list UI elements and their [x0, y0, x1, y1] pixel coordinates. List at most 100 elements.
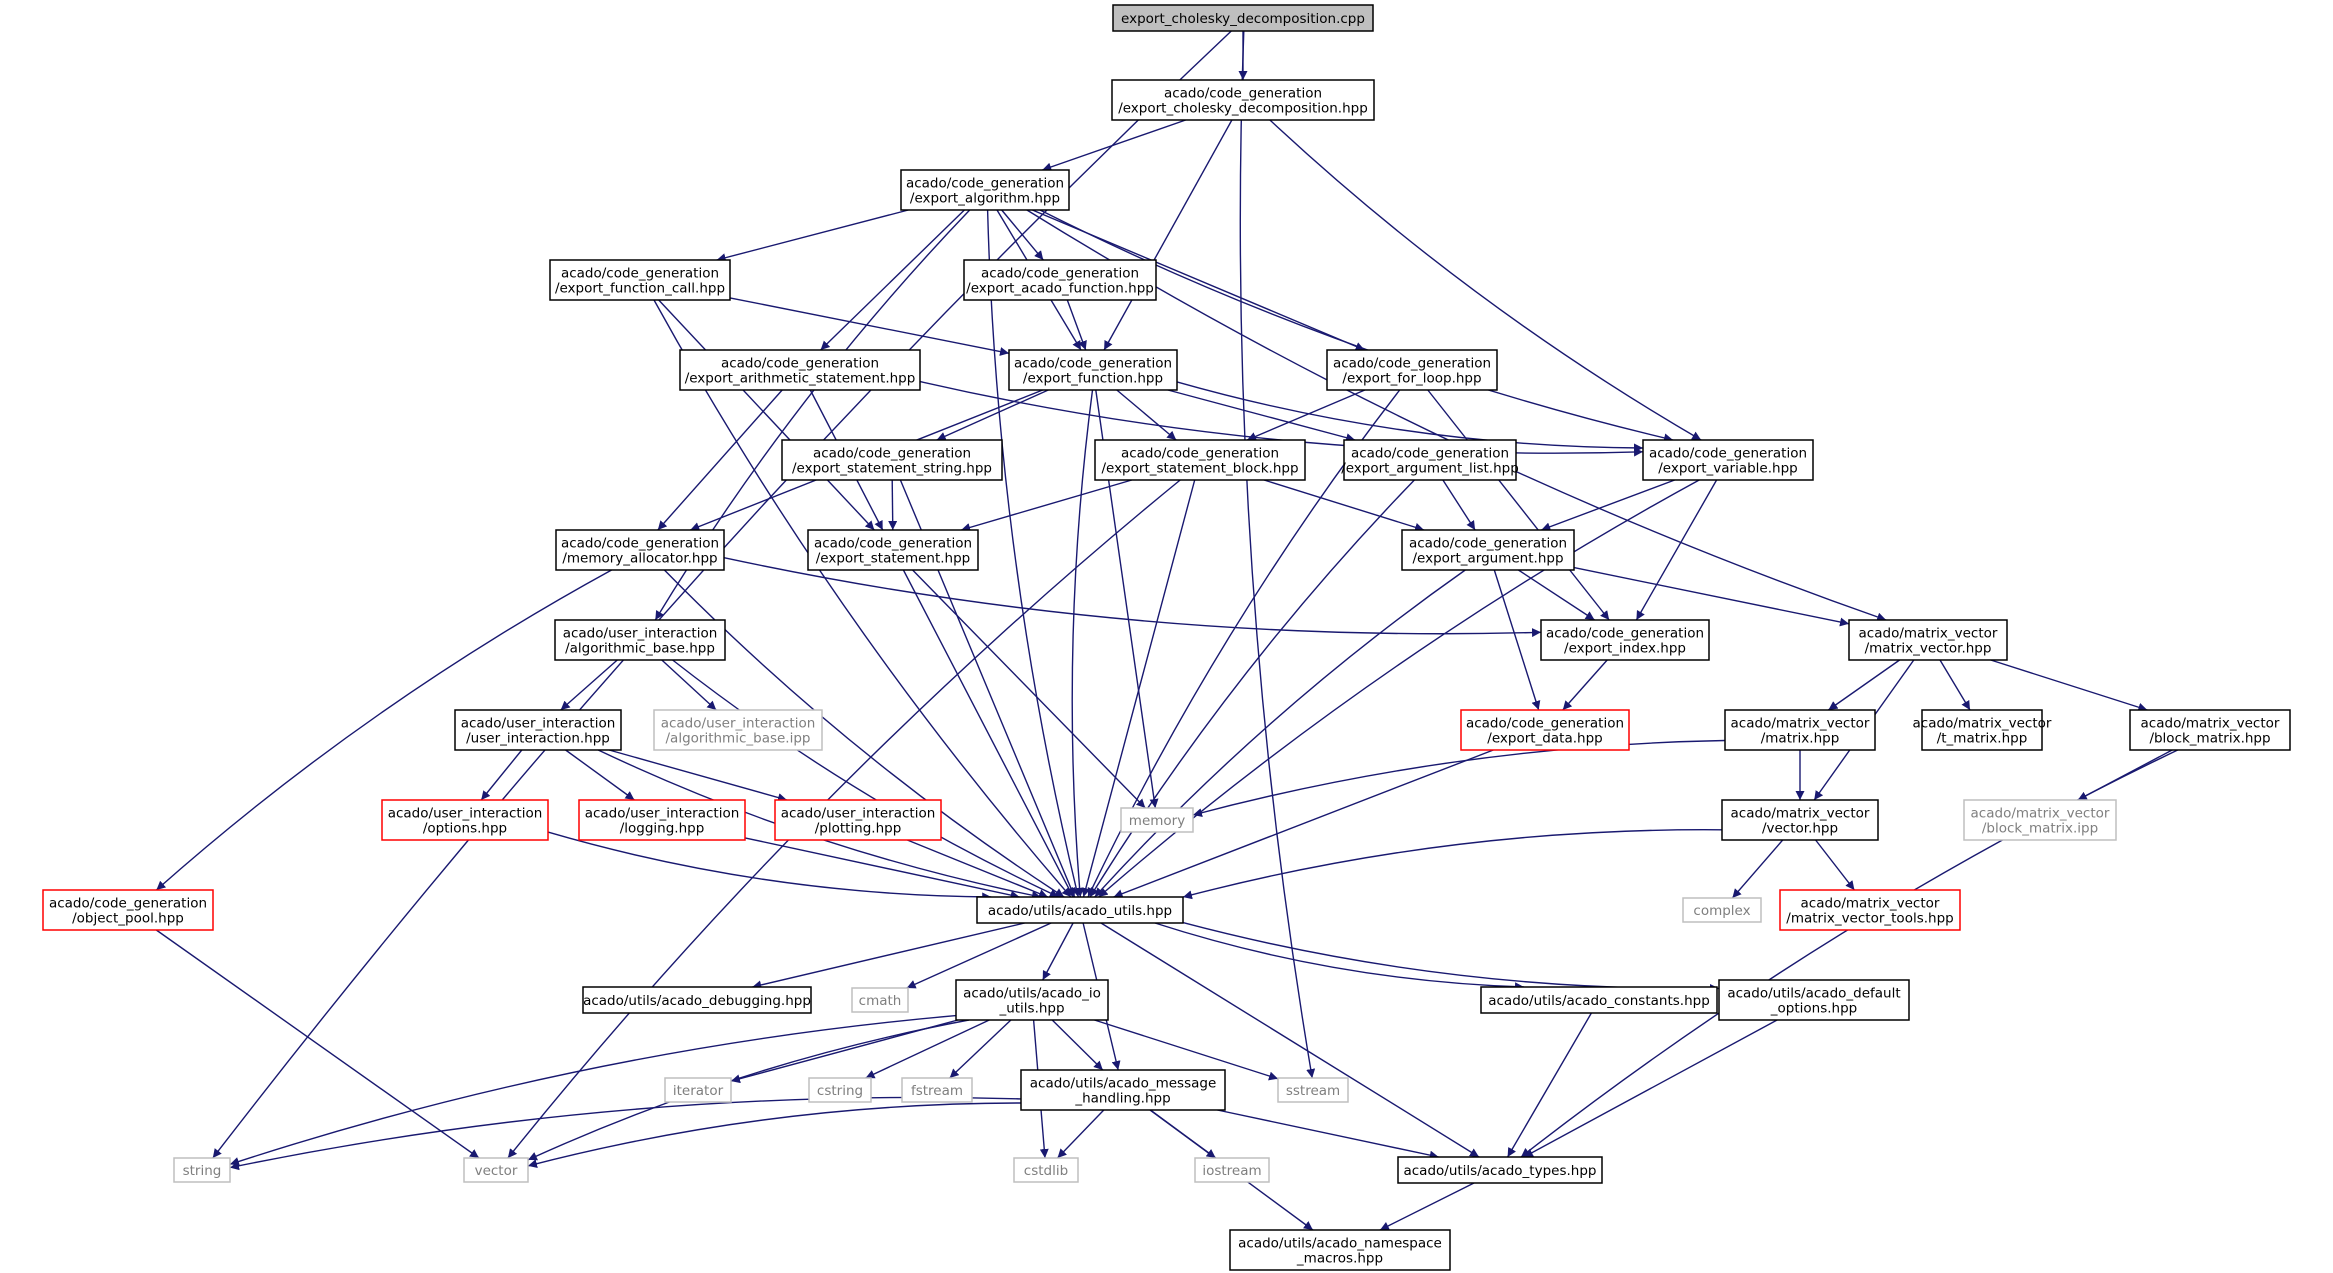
node-box — [1963, 799, 2117, 841]
node-label-line: /export_acado_function.hpp — [966, 281, 1154, 297]
edge-algbase-to-utils — [672, 659, 1060, 898]
node-forloop[interactable]: acado/code_generation/export_for_loop.hp… — [1326, 349, 1498, 391]
node-label-line: sstream — [1286, 1083, 1340, 1099]
node-logging[interactable]: acado/user_interaction/logging.hpp — [578, 799, 746, 841]
node-label-line: /block_matrix.hpp — [2149, 731, 2270, 747]
node-algbase[interactable]: acado/user_interaction/algorithmic_base.… — [554, 619, 726, 661]
node-cstring: cstring — [808, 1077, 872, 1103]
node-acadofn[interactable]: acado/code_generation/export_acado_funct… — [963, 259, 1157, 301]
edge-arg-to-utils — [1094, 569, 1466, 898]
node-label-line: string — [183, 1163, 222, 1179]
edge-types-to-ns — [1379, 1182, 1475, 1231]
node-box — [1397, 1156, 1603, 1184]
node-box — [976, 896, 1184, 924]
edge-mv-to-tmatrix — [1939, 659, 1971, 711]
edge-func-to-ststr — [936, 389, 1049, 441]
node-root[interactable]: export_cholesky_decomposition.cpp — [1112, 4, 1374, 32]
node-arg[interactable]: acado/code_generation/export_argument.hp… — [1401, 529, 1575, 571]
node-label-line: acado/code_generation — [814, 536, 972, 552]
node-label-line: acado/matrix_vector — [1731, 716, 1870, 732]
node-label-line: acado/matrix_vector — [1859, 626, 1998, 642]
node-label-line: acado/code_generation — [561, 536, 719, 552]
node-label-line: acado/utils/acado_io — [963, 986, 1101, 1002]
node-box — [1194, 1157, 1270, 1183]
edge-func-to-stblock — [1116, 389, 1177, 441]
node-pool[interactable]: acado/code_generation/object_pool.hpp — [42, 889, 214, 931]
node-box — [1111, 79, 1375, 121]
edge-logging-to-utils — [744, 837, 1020, 900]
edge-vector-to-utils — [1182, 829, 1723, 900]
edge-const-to-types — [1506, 1012, 1593, 1158]
node-func[interactable]: acado/code_generation/export_function.hp… — [1008, 349, 1178, 391]
node-box — [1460, 709, 1630, 751]
node-label-line: _utils.hpp — [998, 1001, 1064, 1017]
node-debug[interactable]: acado/utils/acado_debugging.hpp — [582, 986, 812, 1014]
edge-func-to-utils — [1071, 389, 1094, 898]
edge-var-to-arg — [1541, 479, 1675, 532]
node-label-line: acado/code_generation — [49, 896, 207, 912]
edge-arg-to-data — [1493, 569, 1541, 711]
node-plotting[interactable]: acado/user_interaction/plotting.hpp — [774, 799, 942, 841]
node-const[interactable]: acado/utils/acado_constants.hpp — [1480, 986, 1718, 1014]
node-box — [173, 1157, 231, 1183]
node-label-line: /export_argument.hpp — [1412, 551, 1563, 567]
node-box — [1013, 1157, 1079, 1183]
node-box — [679, 349, 921, 391]
node-label-line: acado/matrix_vector — [1971, 806, 2110, 822]
node-chol[interactable]: acado/code_generation/export_cholesky_de… — [1111, 79, 1375, 121]
node-box — [42, 889, 214, 931]
edge-stblock-to-stmt — [961, 479, 1132, 532]
node-label-line: /options.hpp — [423, 821, 507, 837]
node-ui[interactable]: acado/user_interaction/user_interaction.… — [454, 709, 622, 751]
node-box — [554, 619, 726, 661]
node-label-line: /user_interaction.hpp — [466, 731, 610, 747]
node-alg[interactable]: acado/code_generation/export_algorithm.h… — [900, 169, 1070, 211]
node-bmatrix[interactable]: acado/matrix_vector/block_matrix.hpp — [2129, 709, 2291, 751]
edge-alg-to-arith — [820, 209, 965, 351]
node-tmatrix[interactable]: acado/matrix_vector/t_matrix.hpp — [1913, 709, 2052, 751]
node-label-line: /matrix_vector.hpp — [1865, 641, 1992, 657]
node-label-line: complex — [1693, 903, 1750, 919]
node-stblock[interactable]: acado/code_generation/export_statement_b… — [1094, 439, 1306, 481]
node-label-line: acado/user_interaction — [585, 806, 740, 822]
edge-mv-to-bmatrix — [1990, 659, 2148, 712]
edge-alg-to-fcall — [716, 209, 909, 263]
node-utils[interactable]: acado/utils/acado_utils.hpp — [976, 896, 1184, 924]
edge-pool-to-vectorstd — [155, 929, 480, 1159]
edge-data-to-utils — [1113, 749, 1494, 898]
node-ns[interactable]: acado/utils/acado_namespace_macros.hpp — [1229, 1229, 1451, 1271]
node-label-line: /export_function_call.hpp — [555, 281, 725, 297]
edge-ui-to-options — [480, 749, 523, 801]
node-mvtools[interactable]: acado/matrix_vector/matrix_vector_tools.… — [1779, 889, 1961, 931]
node-matrix[interactable]: acado/matrix_vector/matrix.hpp — [1724, 709, 1876, 751]
node-arith[interactable]: acado/code_generation/export_arithmetic_… — [679, 349, 921, 391]
node-arglist[interactable]: acado/code_generation/export_argument_li… — [1341, 439, 1519, 481]
node-defopt[interactable]: acado/utils/acado_default_options.hpp — [1718, 979, 1910, 1021]
node-ststr[interactable]: acado/code_generation/export_statement_s… — [781, 439, 1003, 481]
node-options[interactable]: acado/user_interaction/options.hpp — [381, 799, 549, 841]
node-stmt[interactable]: acado/code_generation/export_statement.h… — [807, 529, 979, 571]
node-msg[interactable]: acado/utils/acado_message_handling.hpp — [1020, 1069, 1226, 1111]
edge-var-to-utils — [1098, 479, 1700, 898]
node-memalloc[interactable]: acado/code_generation/memory_allocator.h… — [555, 529, 725, 571]
node-types[interactable]: acado/utils/acado_types.hpp — [1397, 1156, 1603, 1184]
node-io[interactable]: acado/utils/acado_io_utils.hpp — [955, 979, 1109, 1021]
node-fstream: fstream — [901, 1077, 973, 1103]
node-label-line: acado/matrix_vector — [1913, 716, 2052, 732]
node-box — [1540, 619, 1710, 661]
node-mv[interactable]: acado/matrix_vector/matrix_vector.hpp — [1848, 619, 2008, 661]
node-label-line: acado/user_interaction — [781, 806, 936, 822]
edge-vector-to-complex — [1731, 839, 1784, 899]
node-var[interactable]: acado/code_generation/export_variable.hp… — [1642, 439, 1814, 481]
node-label-line: /export_algorithm.hpp — [910, 191, 1060, 207]
node-cstdlib: cstdlib — [1013, 1157, 1079, 1183]
node-label-line: /export_for_loop.hpp — [1342, 371, 1481, 387]
node-vector[interactable]: acado/matrix_vector/vector.hpp — [1721, 799, 1879, 841]
node-box — [549, 259, 731, 301]
node-data[interactable]: acado/code_generation/export_data.hpp — [1460, 709, 1630, 751]
node-idx[interactable]: acado/code_generation/export_index.hpp — [1540, 619, 1710, 661]
node-fcall[interactable]: acado/code_generation/export_function_ca… — [549, 259, 731, 301]
node-box — [808, 1077, 872, 1103]
edge-stmt-to-memory — [912, 569, 1146, 809]
node-label-line: fstream — [911, 1083, 963, 1099]
